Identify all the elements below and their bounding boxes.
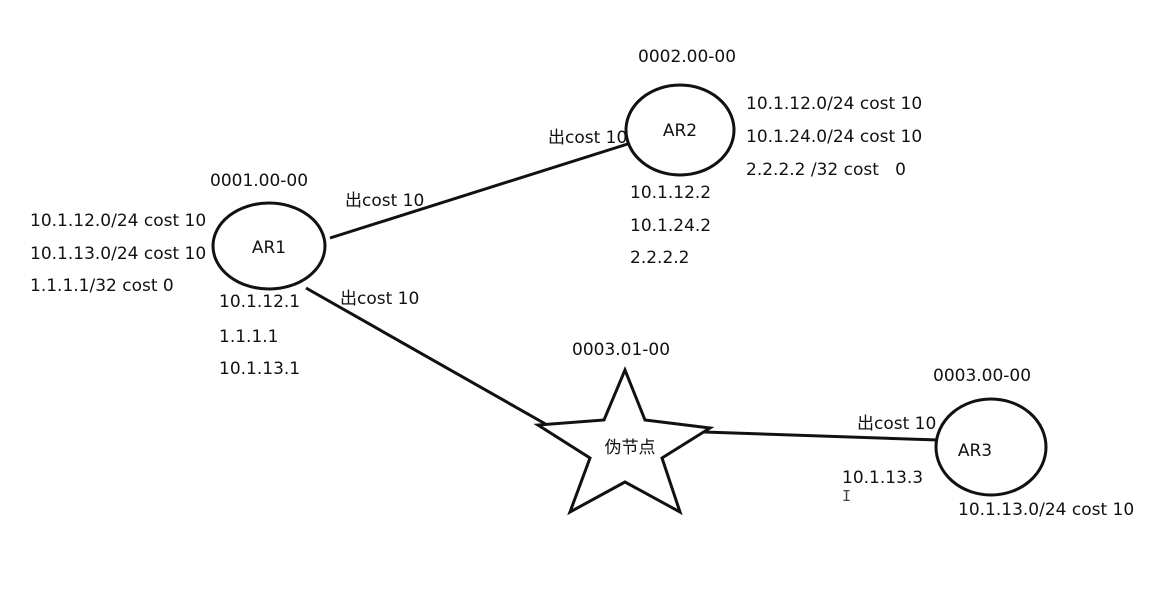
pseudo-node-label: 伪节点 [605,438,656,458]
router-ar2-address-3: 2.2.2.2 [630,248,689,268]
router-ar1-address-3: 10.1.13.1 [219,359,300,379]
router-ar1 [211,201,327,291]
router-ar3-system-id: 0003.00-00 [933,366,1031,386]
router-ar2-route-1: 10.1.12.0/24 cost 10 [746,94,922,114]
router-ar3-address-1: 10.1.13.3 [842,468,923,488]
router-ar2-route-2: 10.1.24.0/24 cost 10 [746,127,922,147]
router-ar1-address-2: 1.1.1.1 [219,327,278,347]
router-ar2-label: AR2 [663,121,697,141]
pseudo-node-system-id: 0003.01-00 [572,340,670,360]
router-ar1-system-id: 0001.00-00 [210,171,308,191]
link-pseudo-node-ar3 [703,430,939,442]
router-ar1-label: AR1 [252,238,286,258]
router-ar2-route-3: 2.2.2.2 /32 cost 0 [746,160,906,180]
router-ar2-address-1: 10.1.12.2 [630,183,711,203]
edge-cost-ar3-to-pseudo-node: 出cost 10 [857,414,936,434]
router-ar2-system-id: 0002.00-00 [638,47,736,67]
router-ar1-address-1: 10.1.12.1 [219,292,300,312]
router-ar1-route-2: 10.1.13.0/24 cost 10 [30,244,206,264]
router-ar3 [934,397,1048,497]
router-ar1-route-1: 10.1.12.0/24 cost 10 [30,211,206,231]
router-ar3-route-1: 10.1.13.0/24 cost 10 [958,500,1134,520]
edge-cost-ar1-to-ar2: 出cost 10 [345,191,424,211]
router-ar2-address-2: 10.1.24.2 [630,216,711,236]
text-cursor-icon: I [842,487,851,505]
edge-cost-ar2-to-ar1: 出cost 10 [548,128,627,148]
edge-cost-ar1-to-pseudo-node: 出cost 10 [340,289,419,309]
router-ar3-label: AR3 [958,441,992,461]
router-ar1-route-3: 1.1.1.1/32 cost 0 [30,276,174,296]
router-ar2 [624,83,736,177]
pseudo-node-star [533,366,715,516]
link-ar1-pseudo-node [305,286,550,428]
link-ar1-ar2 [329,140,635,240]
